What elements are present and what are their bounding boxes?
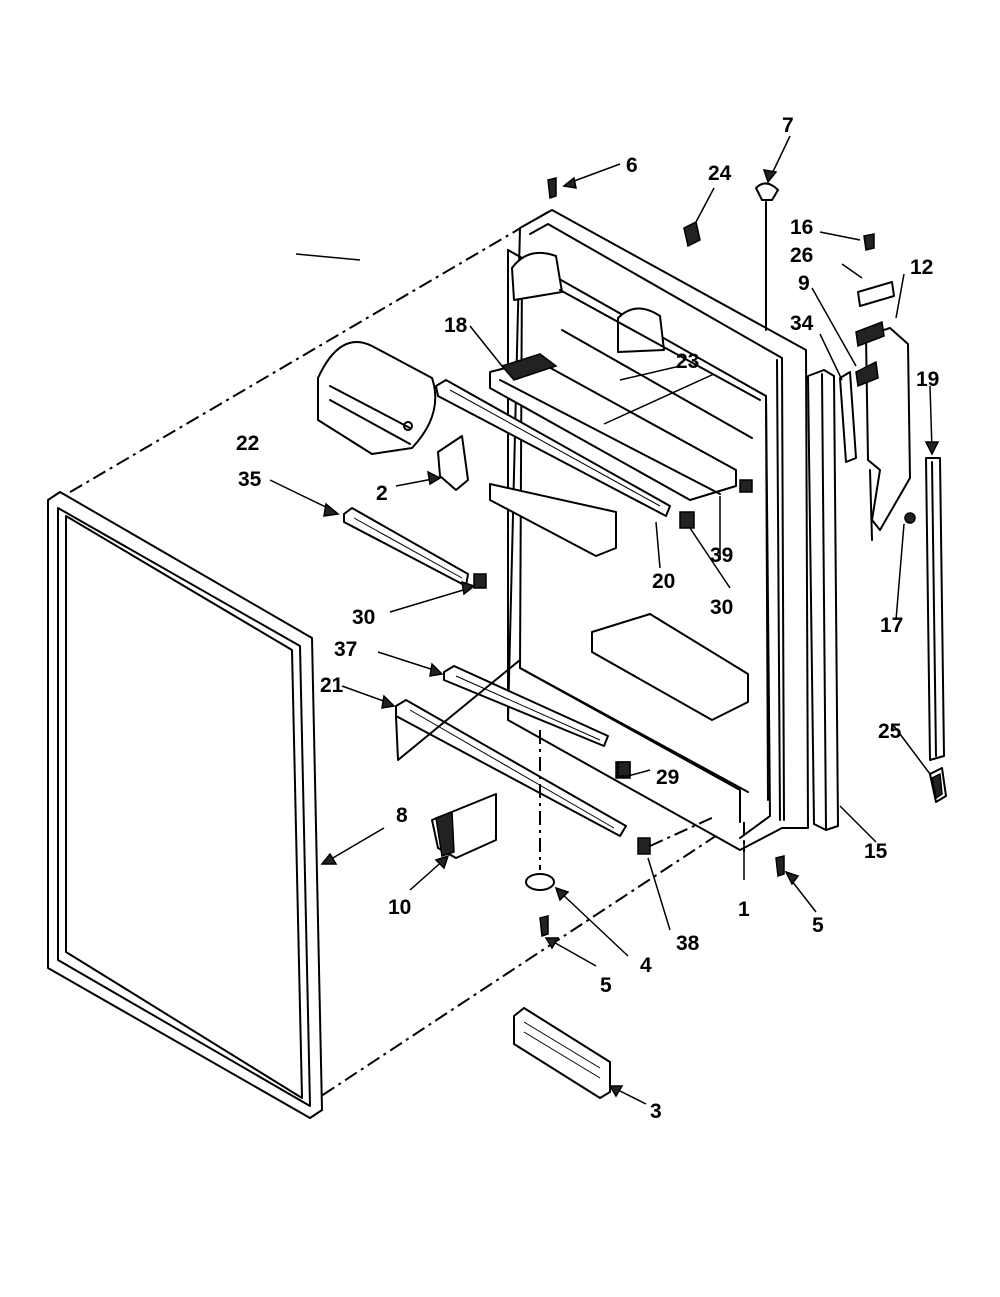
callout-18: 18 bbox=[444, 314, 468, 337]
callout-2: 2 bbox=[376, 482, 388, 505]
callout-1: 1 bbox=[738, 898, 750, 921]
callout-35: 35 bbox=[238, 468, 262, 491]
callout-38: 38 bbox=[676, 932, 700, 955]
callout-22: 22 bbox=[236, 432, 259, 455]
callout-23: 23 bbox=[676, 350, 699, 373]
callout-12: 12 bbox=[910, 256, 933, 279]
callout-37: 37 bbox=[334, 638, 357, 661]
top-shelf-rail bbox=[489, 353, 737, 501]
callout-6: 6 bbox=[626, 154, 638, 177]
callout-26: 26 bbox=[790, 244, 813, 267]
callout-39: 39 bbox=[710, 544, 733, 567]
door-gasket-frame bbox=[47, 491, 323, 1119]
callout-24: 24 bbox=[708, 162, 732, 185]
callout-5a: 5 bbox=[600, 974, 612, 997]
callout-34: 34 bbox=[790, 312, 814, 335]
hardware-parts bbox=[525, 177, 875, 938]
callout-17: 17 bbox=[880, 614, 903, 637]
crisper-cover bbox=[317, 341, 437, 455]
callout-21: 21 bbox=[320, 674, 344, 697]
callout-30b: 30 bbox=[710, 596, 733, 619]
shelf-rail-35 bbox=[343, 507, 469, 587]
callout-3: 3 bbox=[650, 1100, 662, 1123]
lower-shelf-rails bbox=[395, 659, 627, 837]
bracket-2 bbox=[437, 435, 469, 491]
leader-lines bbox=[269, 135, 940, 1105]
callout-30a: 30 bbox=[352, 606, 375, 629]
callout-15: 15 bbox=[864, 840, 888, 863]
hinge-plate-34 bbox=[839, 371, 857, 463]
callout-19: 19 bbox=[916, 368, 939, 391]
cabinet-shelves bbox=[489, 483, 749, 721]
cap-25 bbox=[929, 767, 947, 803]
clip-10 bbox=[431, 793, 497, 859]
callout-5b: 5 bbox=[812, 914, 824, 937]
strip-19 bbox=[925, 457, 945, 761]
shelf-rail-20 bbox=[435, 379, 671, 517]
callout-labels: 1 2 3 4 5 5 6 7 8 9 10 12 15 16 17 18 19… bbox=[236, 114, 939, 1123]
callout-9: 9 bbox=[798, 272, 810, 295]
callout-20: 20 bbox=[652, 570, 675, 593]
callout-25: 25 bbox=[878, 720, 902, 743]
callout-4: 4 bbox=[640, 954, 652, 977]
callout-16: 16 bbox=[790, 216, 813, 239]
callout-7: 7 bbox=[782, 114, 794, 137]
breaker-strip-15 bbox=[807, 369, 839, 831]
callout-8: 8 bbox=[396, 804, 408, 827]
callout-10: 10 bbox=[388, 896, 411, 919]
hinge-assembly bbox=[855, 281, 916, 541]
callout-29: 29 bbox=[656, 766, 679, 789]
grille-3 bbox=[513, 1007, 611, 1099]
